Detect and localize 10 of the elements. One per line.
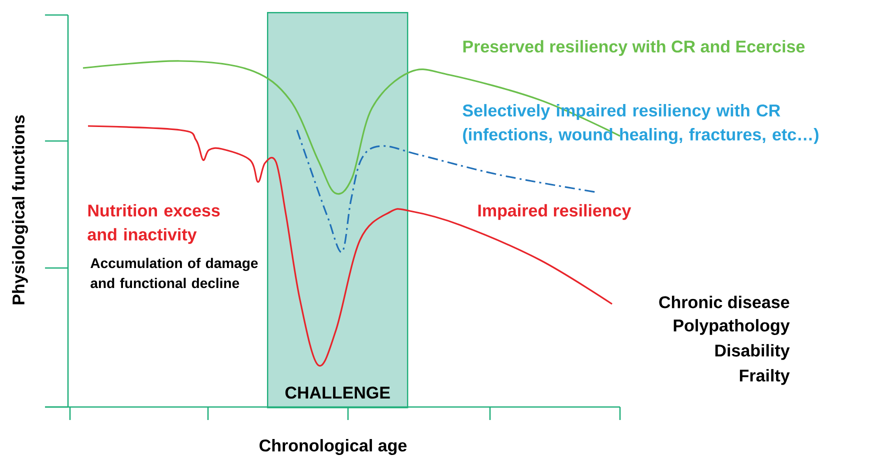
axis-title: Physiological functions bbox=[12, 115, 28, 304]
outcome-text: Disability bbox=[715, 344, 790, 360]
challenge-box: CHALLENGE bbox=[267, 12, 408, 408]
curve-label: Impaired resiliency bbox=[478, 204, 632, 220]
outcome-text: Chronic disease bbox=[659, 296, 790, 308]
curve-label: Nutrition excess and inactivity bbox=[88, 204, 220, 244]
curve-label: Preserved resiliency with CR and Ecercise bbox=[463, 40, 805, 56]
axis-title: Chronological age bbox=[260, 439, 407, 455]
outcome-text: Frailty bbox=[740, 369, 790, 385]
outcome-text: Polypathology bbox=[674, 319, 790, 335]
